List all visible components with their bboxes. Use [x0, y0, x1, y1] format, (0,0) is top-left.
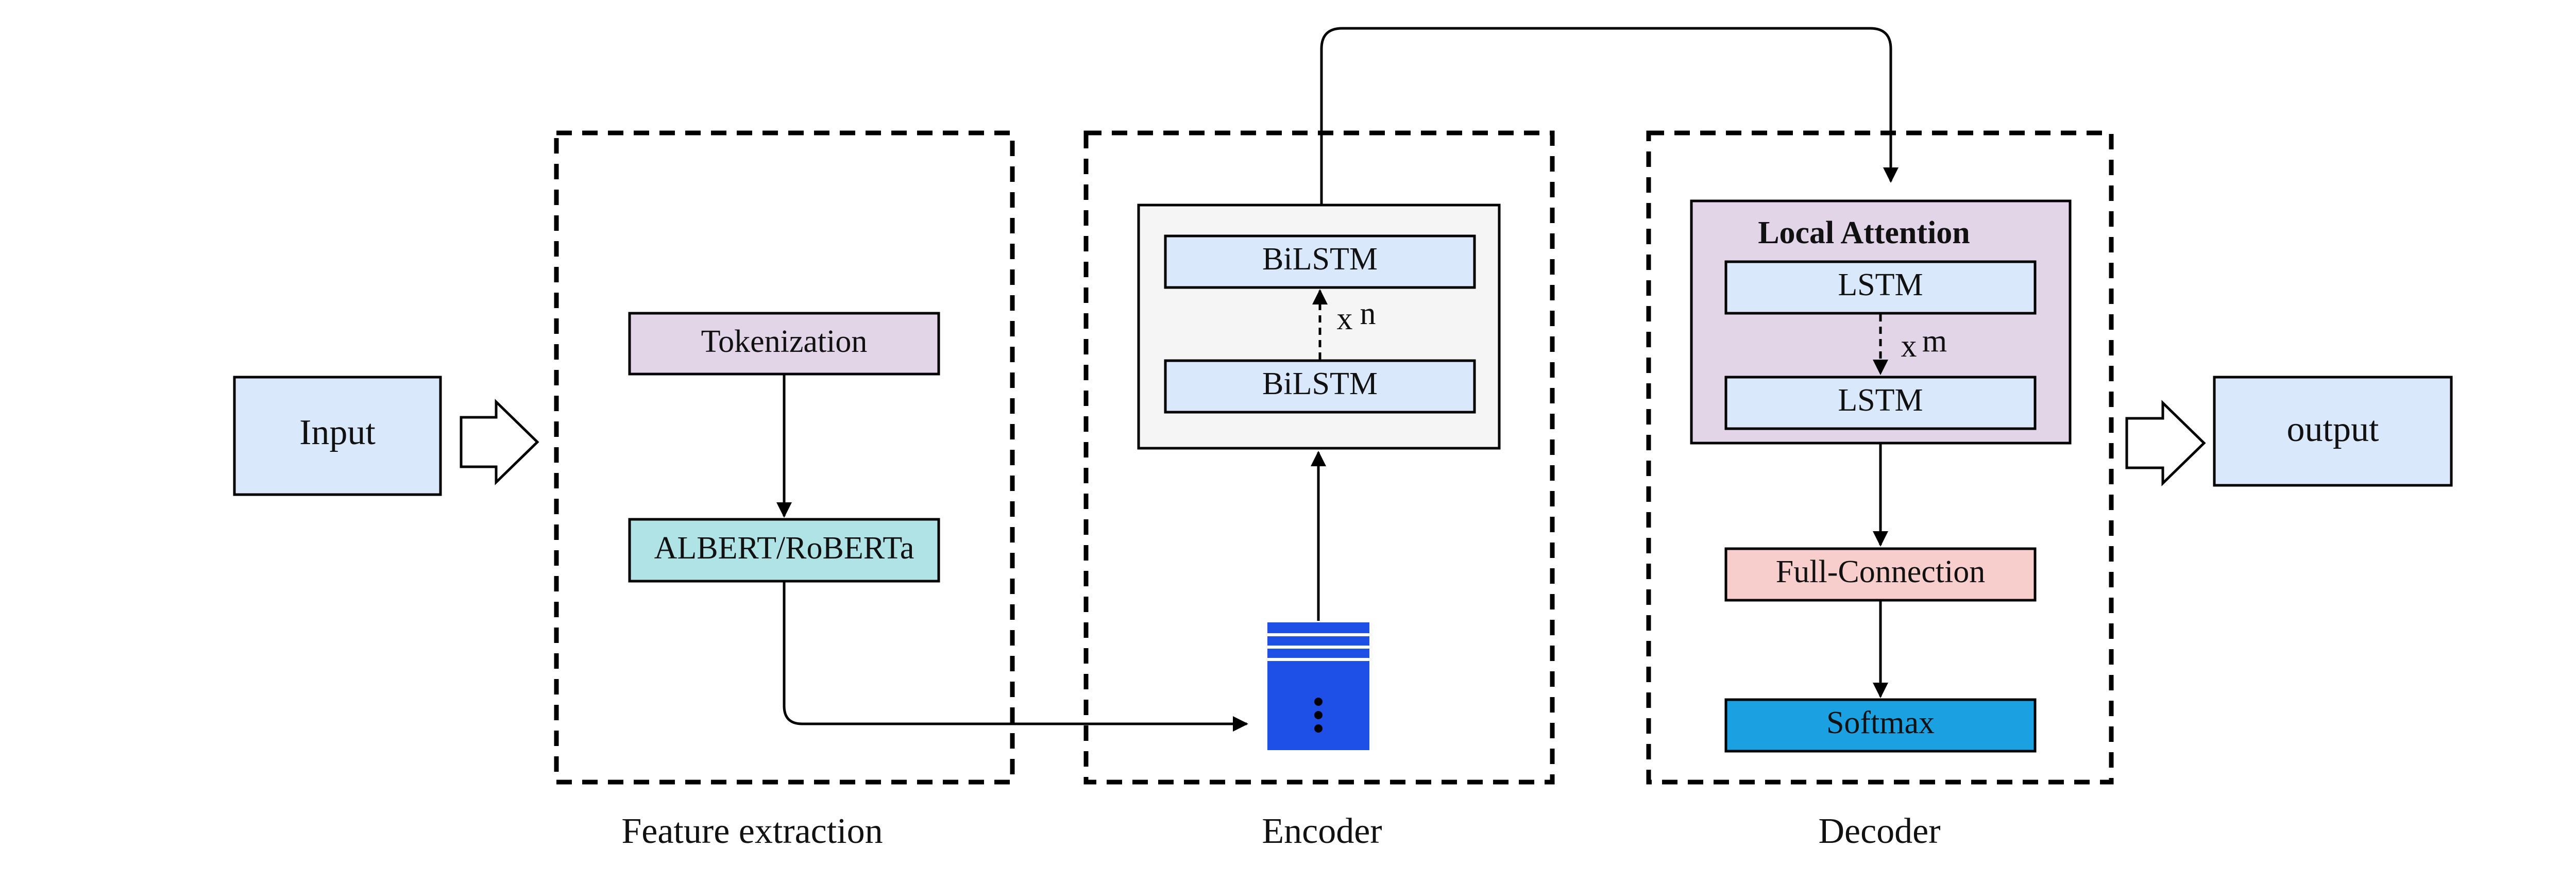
tokenization-box — [628, 312, 940, 376]
input-label: Input — [299, 413, 376, 452]
encoder-bottom-bilstm-label: BiLSTM — [1262, 366, 1378, 401]
decoder-frame — [1646, 130, 2114, 785]
full-connection-label: Full-Connection — [1776, 554, 1985, 589]
encoder-repeat-x: x — [1337, 301, 1353, 336]
output-label: output — [2287, 410, 2379, 449]
encoder-top-bilstm-box — [1164, 234, 1476, 289]
softmax-label: Softmax — [1826, 705, 1935, 740]
decoder-caption: Decoder — [1818, 811, 1940, 851]
feature-extraction-frame — [554, 130, 1015, 785]
input-box — [233, 376, 442, 496]
output-flow-arrow — [2125, 400, 2206, 486]
decoder-bottom-lstm-label: LSTM — [1838, 383, 1923, 418]
input-flow-arrow — [460, 399, 539, 485]
softmax-box — [1724, 698, 2037, 753]
model-label: ALBERT/RoBERTa — [654, 531, 914, 566]
encoder-caption: Encoder — [1262, 811, 1382, 851]
encoder-to-decoder-arrow — [1320, 27, 1899, 204]
feature-extraction-caption: Feature extraction — [621, 811, 883, 851]
decoder-repeat-x: x — [1901, 329, 1917, 364]
decoder-group: Local Attention LSTM x m LSTM Full-Conne… — [1646, 130, 2114, 851]
decoder-top-lstm-label: LSTM — [1838, 267, 1923, 302]
encoder-repeat-n: n — [1360, 296, 1376, 331]
encoder-bottom-bilstm-box — [1164, 359, 1476, 414]
feature-extraction-group: Tokenization ALBERT/RoBERTa Feature extr… — [554, 130, 1015, 851]
output-box — [2213, 376, 2453, 487]
full-connection-box — [1724, 547, 2037, 602]
input-node: Input — [233, 376, 442, 496]
local-attention-title: Local Attention — [1758, 215, 1970, 250]
encoder-frame — [1083, 130, 1555, 785]
embedding-matrix-icon — [1267, 622, 1369, 750]
decoder-repeat-m: m — [1922, 324, 1947, 359]
encoder-group: BiLSTM BiLSTM x n Encoder — [1083, 130, 1555, 851]
decoder-bottom-lstm-box — [1724, 376, 2037, 430]
decoder-top-lstm-box — [1724, 260, 2037, 315]
model-box — [628, 518, 940, 583]
output-node: output — [2213, 376, 2453, 487]
model-to-embedding-arrow — [783, 582, 1248, 732]
tokenization-label: Tokenization — [701, 324, 868, 359]
encoder-top-bilstm-label: BiLSTM — [1262, 242, 1378, 277]
